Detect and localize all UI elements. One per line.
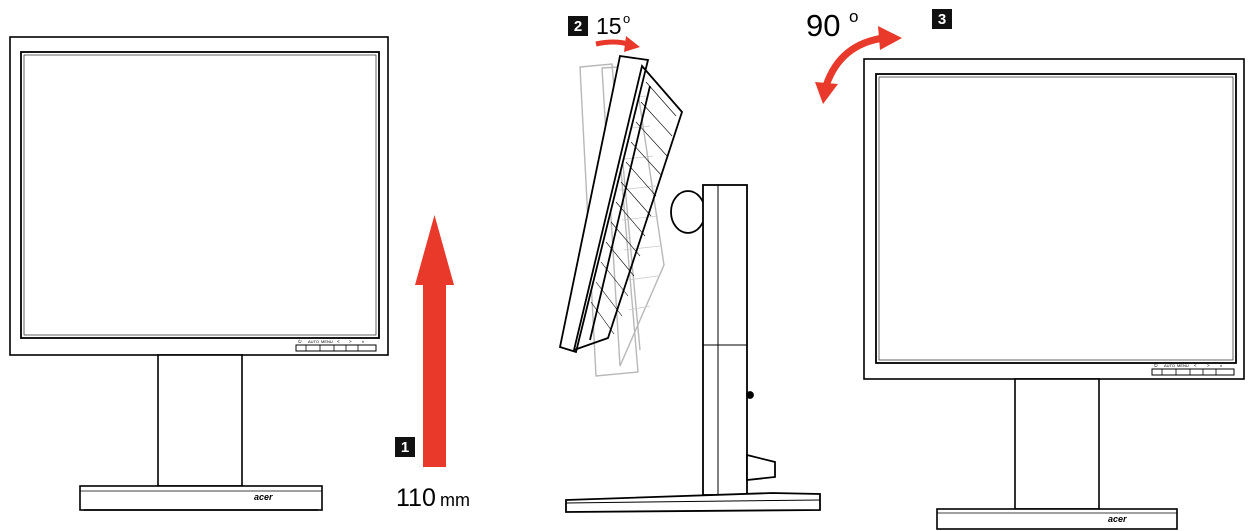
svg-text:3: 3 [938,11,946,28]
arrow-up-icon [415,215,454,467]
tilt-unit: o [623,11,630,26]
control-buttons-right: ⏻ AUTO MENU < > ◐ [1151,363,1235,376]
tilt-value: 15 [596,13,622,39]
step-1-badge: 1 [395,437,415,457]
brand-logo-left: acer [254,492,273,502]
button-glyph: MENU [1177,363,1189,368]
step-2-label: 15 o [596,11,630,39]
button-glyph: ⏻ [1154,363,1158,368]
step-1-label: 110 mm [396,484,470,512]
svg-text:2: 2 [574,18,582,35]
monitor-front-right: ⏻ AUTO MENU < > ◐ acer [863,58,1245,530]
stand-base-left: acer [79,485,323,511]
step-3-label: 90 o [806,7,858,43]
button-glyph: > [349,339,352,344]
button-glyph: < [337,339,340,344]
control-buttons-left: ⏻ AUTO MENU < > ◐ [295,339,377,352]
button-glyph: < [1194,363,1197,368]
button-glyph: ◐ [362,339,365,344]
stand-neck-right [1014,378,1100,510]
button-glyph: ◐ [1220,363,1223,368]
rotation-value: 90 [806,8,840,43]
height-unit: mm [440,490,470,510]
stand-base-middle [565,492,821,513]
button-glyph: > [1207,363,1210,368]
back-panel-hatching [590,81,677,335]
brand-logo-right: acer [1108,514,1127,524]
step-3-badge: 3 [932,9,952,29]
stand-neck-left [157,354,243,487]
hinge [670,190,706,234]
button-glyph: MENU [321,339,333,344]
rotate-arrow-icon [815,26,902,104]
button-glyph: ⏻ [298,339,302,344]
curved-arrow-right-icon [595,36,640,52]
step-2-badge: 2 [568,16,588,36]
button-glyph: AUTO [1164,363,1175,368]
monitor-side-middle [558,54,821,513]
button-glyph: AUTO [308,339,319,344]
stand-base-right: acer [936,508,1178,530]
rotation-unit: o [849,7,858,26]
svg-text:1: 1 [401,439,409,456]
stand-column-middle [702,184,776,496]
monitor-front-left: ⏻ AUTO MENU < > ◐ acer [9,36,389,511]
height-value: 110 [396,484,436,512]
